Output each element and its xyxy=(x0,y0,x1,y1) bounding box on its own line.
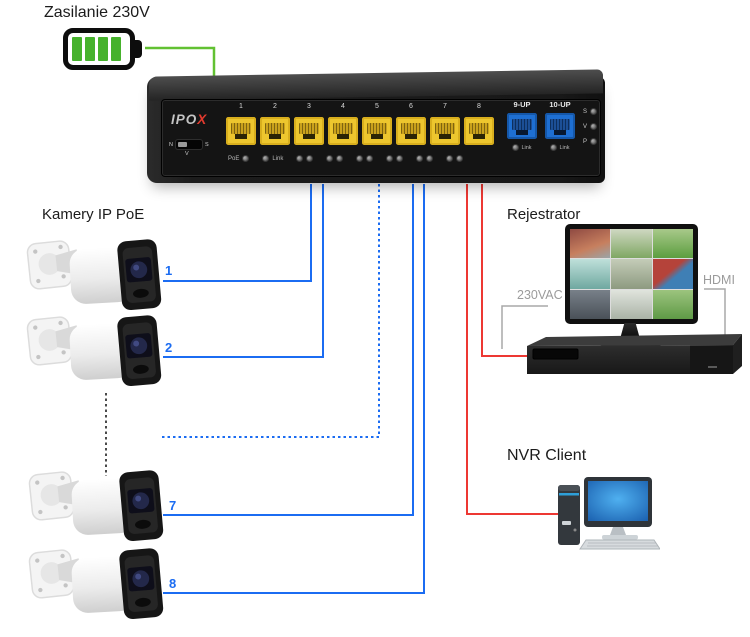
desktop-pc-icon xyxy=(556,477,660,551)
port-3: 3 xyxy=(294,103,324,145)
led-dot xyxy=(590,123,598,130)
led-dot xyxy=(296,155,304,162)
led-dot xyxy=(512,144,520,151)
led-dot xyxy=(396,155,404,162)
toggle-label-s: S xyxy=(204,141,209,148)
rj45-port-icon xyxy=(362,117,392,145)
port-5: 5 xyxy=(362,103,392,145)
led-dot xyxy=(416,155,424,162)
poe-led-label: PoE xyxy=(228,155,240,162)
nvr-display-slot xyxy=(532,348,579,360)
port-7: 7 xyxy=(430,103,460,145)
mode-toggle-area: N S V xyxy=(169,140,221,157)
cable-camera-7 xyxy=(163,184,414,516)
hdmi-label: HDMI xyxy=(703,273,735,287)
led-dot xyxy=(550,144,558,151)
led-dot xyxy=(366,155,374,162)
recorder-monitor-icon xyxy=(565,224,698,324)
brand-logo: IPOX xyxy=(171,112,208,127)
port-9-up: 9-UP Link xyxy=(506,100,538,151)
led-dot xyxy=(426,155,434,162)
led-dot xyxy=(446,155,454,162)
monitor-stand xyxy=(620,323,640,339)
rj45-port-icon xyxy=(396,117,426,145)
led-dot xyxy=(242,155,250,162)
vac-label: 230VAC xyxy=(517,288,563,302)
led-dot xyxy=(456,155,464,162)
port-6: 6 xyxy=(396,103,426,145)
cable-camera-1 xyxy=(163,184,312,282)
cable-camera-8 xyxy=(163,184,425,594)
battery-terminal xyxy=(133,40,142,58)
rj45-port-icon xyxy=(294,117,324,145)
led-dot xyxy=(306,155,314,162)
toggle-label-v: V xyxy=(185,151,189,157)
port-4: 4 xyxy=(328,103,358,145)
camera-1-number: 1 xyxy=(165,263,173,278)
mode-toggle[interactable] xyxy=(175,140,202,149)
camera-2-icon xyxy=(25,312,163,391)
poe-ports: 1 2 3 4 5 6 7 8 xyxy=(226,103,494,145)
nvr-client-title: NVR Client xyxy=(507,447,587,464)
rj45-port-icon xyxy=(260,117,290,145)
port-2: 2 xyxy=(260,103,290,145)
camera-8-number: 8 xyxy=(169,576,177,591)
port-1: 1 xyxy=(226,103,256,145)
led-dot xyxy=(326,155,334,162)
rj45-port-icon xyxy=(226,117,256,145)
led-dot xyxy=(262,155,270,162)
led-dot xyxy=(356,155,364,162)
port-8: 8 xyxy=(464,103,494,145)
nvr-box-icon xyxy=(527,334,742,374)
led-dot xyxy=(590,138,598,145)
cable-cameras-dotted xyxy=(162,184,380,438)
power-title: Zasilanie 230V xyxy=(44,4,150,21)
side-led-column: S V P xyxy=(583,108,598,145)
switch-front-panel: IPOX N S V 1 2 3 4 5 6 7 8 Po xyxy=(161,99,601,177)
led-dot xyxy=(336,155,344,162)
poe-switch: IPOX N S V 1 2 3 4 5 6 7 8 Po xyxy=(147,77,605,183)
uplink-ports: 9-UP Link 10-UP Link xyxy=(506,100,576,151)
cameras-title: Kamery IP PoE xyxy=(42,206,145,223)
rj45-port-icon xyxy=(430,117,460,145)
recorder-title: Rejestrator xyxy=(507,206,581,223)
rj45-uplink-port-icon xyxy=(507,113,537,139)
rj45-uplink-port-icon xyxy=(545,113,575,139)
led-dot xyxy=(590,108,598,115)
camera-7-number: 7 xyxy=(169,498,177,513)
camera-1-icon xyxy=(25,236,163,315)
rj45-port-icon xyxy=(464,117,494,145)
hdmi-bracket xyxy=(704,288,726,336)
battery-icon xyxy=(63,28,142,70)
camera-7-icon xyxy=(27,467,165,546)
camera-8-icon xyxy=(27,545,165,624)
rj45-port-icon xyxy=(328,117,358,145)
camera-2-number: 2 xyxy=(165,340,173,355)
cable-camera-2 xyxy=(163,184,324,358)
surveillance-grid xyxy=(570,229,693,319)
port-10-up: 10-UP Link xyxy=(544,100,576,151)
status-led-row: PoE Link xyxy=(228,155,464,162)
toggle-label-n: N xyxy=(169,141,173,148)
link-led-label: Link xyxy=(272,155,284,162)
led-dot xyxy=(386,155,394,162)
